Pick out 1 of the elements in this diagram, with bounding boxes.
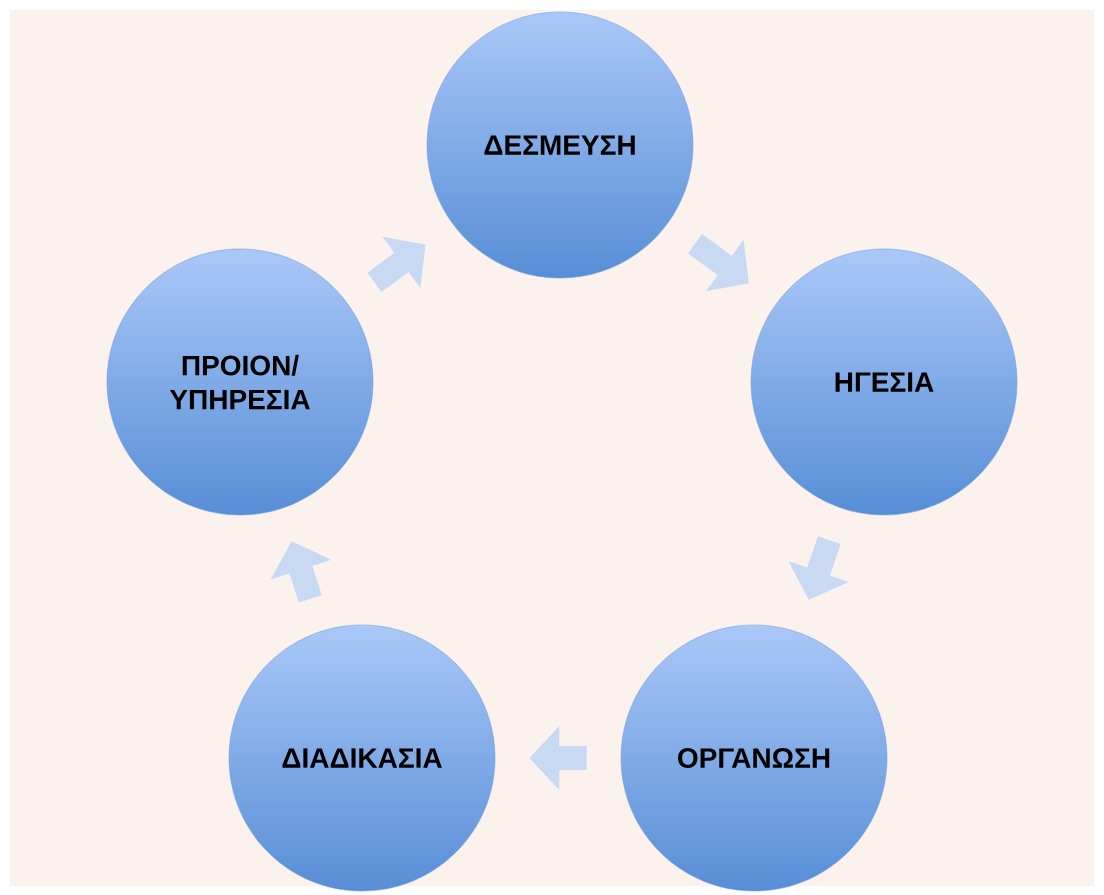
block-arrow [367, 236, 426, 293]
